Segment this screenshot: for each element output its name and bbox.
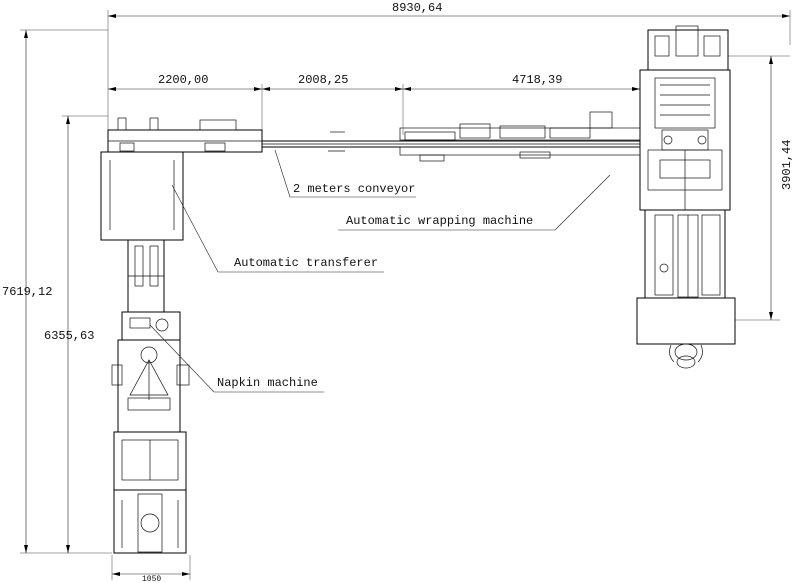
conveyor-line xyxy=(224,111,641,162)
dim-napkin-width: 1050 xyxy=(142,575,161,583)
dimension-lines xyxy=(20,10,791,580)
transferer xyxy=(100,117,263,313)
napkin-machine xyxy=(111,311,190,554)
callout-napkin-machine: Napkin machine xyxy=(217,376,318,390)
callout-transferer: Automatic transferer xyxy=(234,256,378,270)
callout-conveyor: 2 meters conveyor xyxy=(293,182,415,196)
dim-overall-width: 8930,64 xyxy=(392,1,442,15)
dim-right-height: 3901,44 xyxy=(780,140,794,190)
dim-wrapping-segment: 4718,39 xyxy=(512,73,562,87)
dim-transferer-segment: 2200,00 xyxy=(158,73,208,87)
dim-conveyor-segment: 2008,25 xyxy=(298,73,348,87)
callout-leaders xyxy=(149,149,611,393)
dim-overall-height: 7619,12 xyxy=(2,285,52,299)
callout-wrapping-machine: Automatic wrapping machine xyxy=(346,214,533,228)
dim-napkin-height: 6355,63 xyxy=(44,329,94,343)
wrapping-machine xyxy=(636,25,736,369)
